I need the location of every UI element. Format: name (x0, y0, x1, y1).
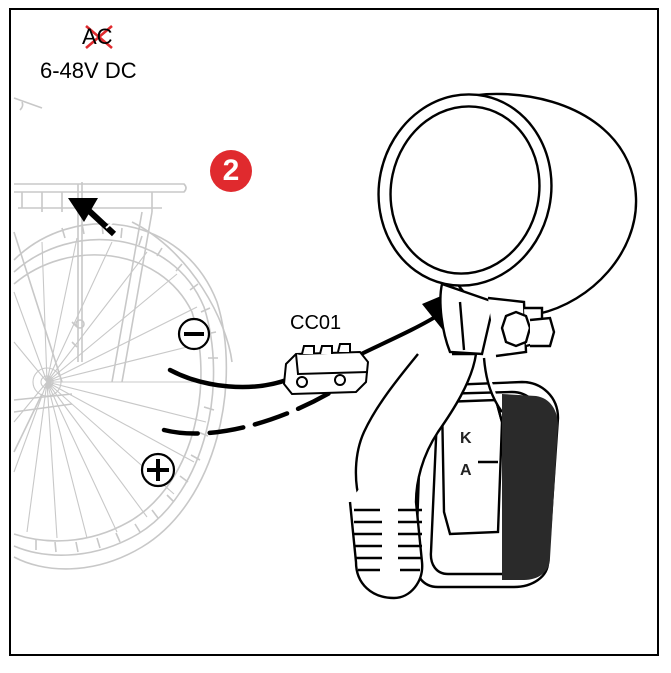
diagram-artwork (13, 25, 638, 600)
diagram-frame: AC 6-48V DC 2 CC01 K A (9, 8, 659, 656)
luggage-rack (13, 97, 233, 383)
ac-cross-mark (85, 25, 113, 49)
voltage-label: 6-48V DC (40, 58, 137, 83)
frame-lines (13, 321, 78, 453)
lamp-terminal-a: A (460, 462, 472, 479)
positive-wire (161, 385, 341, 436)
negative-wire (167, 367, 295, 390)
lamp-terminal-k: K (460, 430, 472, 447)
ac-label: AC (82, 24, 113, 49)
step-number-badge: 2 (210, 150, 252, 192)
minus-circle-icon (177, 317, 211, 351)
bicycle (13, 97, 233, 570)
rear-wheel (13, 223, 228, 570)
reflector-face (502, 394, 558, 580)
cc01-connector (282, 343, 370, 396)
insert-arrow (68, 198, 121, 239)
plus-circle-icon (140, 452, 176, 488)
connector-label: CC01 (290, 312, 342, 334)
